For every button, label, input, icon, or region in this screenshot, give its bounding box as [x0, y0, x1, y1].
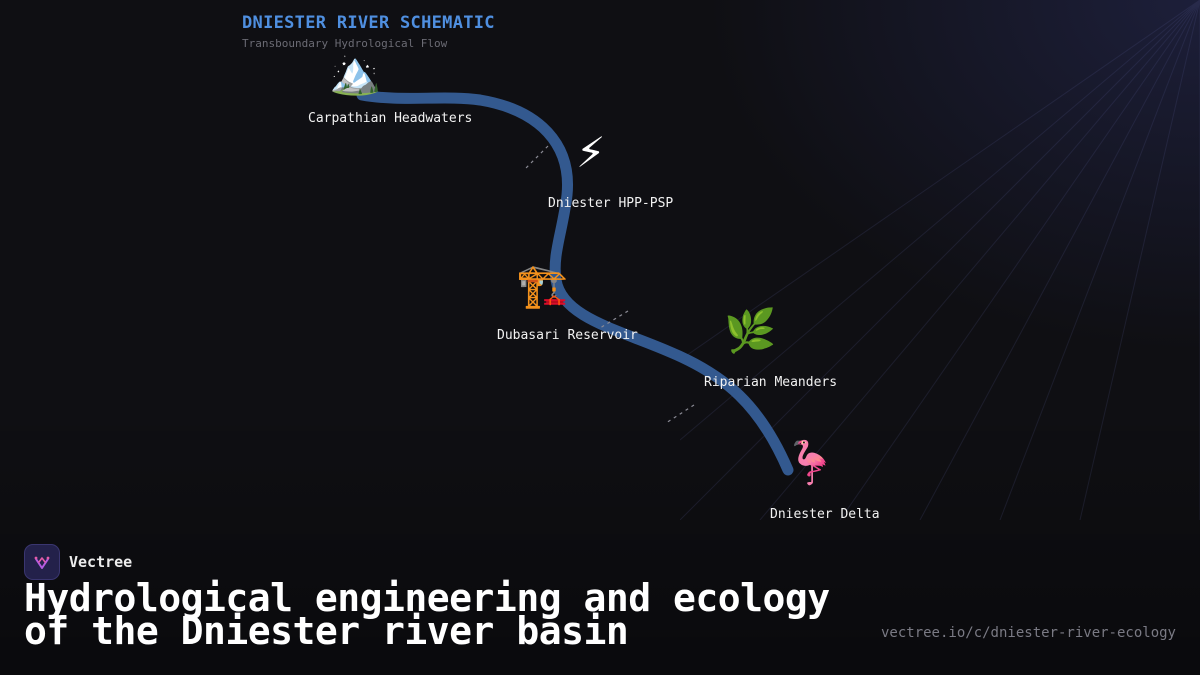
- herb-icon: 🌿: [724, 306, 777, 355]
- lightning-bolt-icon: ⚡: [576, 128, 606, 177]
- brand-name: Vectree: [69, 553, 133, 571]
- background-rays: [680, 0, 1200, 520]
- flamingo-icon: 🦩: [784, 438, 837, 487]
- vectree-logo-icon: [24, 544, 60, 580]
- node-label-delta: Dniester Delta: [770, 507, 880, 522]
- brand: Vectree: [24, 544, 132, 580]
- schematic-title: DNIESTER RIVER SCHEMATIC: [242, 13, 495, 33]
- connector-line: [665, 404, 695, 424]
- mountain-icon: 🏔️: [329, 48, 382, 97]
- node-label-reservoir: Dubasari Reservoir: [497, 328, 638, 343]
- connector-line: [523, 145, 549, 171]
- node-label-meanders: Riparian Meanders: [704, 375, 838, 390]
- construction-crane-icon: 🏗️: [516, 261, 569, 310]
- river-diagram: [356, 89, 794, 476]
- page-url[interactable]: vectree.io/c/dniester-river-ecology: [880, 625, 1176, 641]
- connector-line: [599, 310, 629, 329]
- node-label-headwaters: Carpathian Headwaters: [308, 111, 473, 126]
- river-path: [356, 89, 794, 476]
- river-schematic: DNIESTER RIVER SCHEMATIC Transboundary H…: [242, 13, 880, 522]
- node-label-hpp: Dniester HPP-PSP: [548, 196, 674, 211]
- schematic-subtitle: Transboundary Hydrological Flow: [242, 37, 448, 50]
- headline: Hydrological engineering and ecology of …: [24, 576, 830, 653]
